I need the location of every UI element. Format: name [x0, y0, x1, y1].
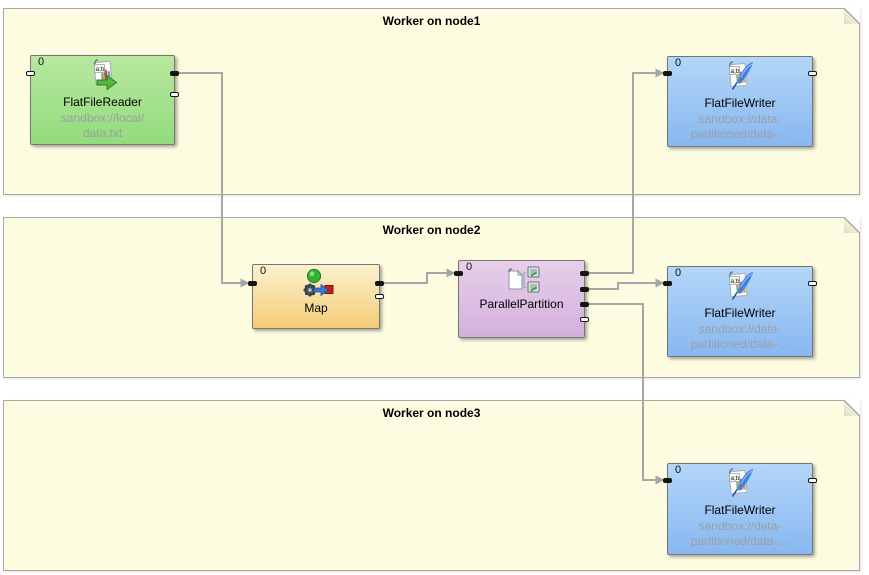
component-label: Map: [304, 301, 328, 315]
component-index: 0: [466, 261, 473, 273]
input-port[interactable]: [26, 71, 35, 76]
output-port[interactable]: [580, 317, 589, 322]
output-port[interactable]: [580, 287, 589, 292]
output-port[interactable]: [808, 71, 817, 76]
component-flatfilewriter[interactable]: 0 a;b FlatFileWriter sandbox://data-parti…: [663, 463, 817, 555]
output-port[interactable]: [375, 281, 384, 286]
component-flatfilewriter[interactable]: 0 a;b FlatFileWriter sandbox://data-parti…: [663, 266, 817, 357]
svg-text:a;b: a;b: [95, 66, 104, 73]
edge-partition-to-writer-node2[interactable]: [589, 278, 665, 290]
output-port[interactable]: [375, 294, 384, 299]
component-index: 0: [260, 265, 267, 277]
edge-partition-to-writer-node1[interactable]: [589, 68, 665, 274]
component-index: 0: [675, 267, 682, 279]
input-port[interactable]: [454, 271, 463, 276]
flat-file-writer-icon: a;b: [722, 466, 758, 502]
component-label: FlatFileWriter: [704, 306, 776, 320]
worker-note-title: Worker on node3: [382, 406, 481, 420]
output-port[interactable]: [580, 302, 589, 307]
component-subtitle: sandbox://data-partitioned/data-…: [691, 112, 790, 142]
flat-file-writer-icon: a;b: [722, 59, 758, 95]
svg-text:a;b: a;b: [731, 278, 740, 285]
component-subtitle: sandbox://local/data.txt: [61, 111, 144, 141]
worker-note-title: Worker on node1: [382, 14, 481, 28]
component-parallelpartition[interactable]: 0 ParallelPartition: [454, 260, 589, 338]
component-subtitle-line: partitioned/data-…: [690, 534, 790, 548]
component-map[interactable]: 0 Map: [248, 264, 384, 329]
component-label: FlatFileReader: [63, 95, 142, 109]
parallel-partition-icon: [503, 264, 541, 296]
component-subtitle-line: sandbox://data-: [698, 519, 782, 533]
component-flatfilereader[interactable]: 0 a;b FlatFileReader sandbox://local/data…: [26, 55, 179, 145]
input-port[interactable]: [663, 281, 672, 286]
component-subtitle: sandbox://data-partitioned/data-…: [691, 519, 790, 549]
edge-partition-to-writer-node3[interactable]: [589, 303, 665, 485]
output-port[interactable]: [170, 92, 179, 97]
component-label: FlatFileWriter: [704, 503, 776, 517]
map-icon: [298, 268, 334, 300]
component-index: 0: [675, 57, 682, 69]
component-subtitle-line: sandbox://data-: [698, 112, 782, 126]
component-index: 0: [675, 464, 682, 476]
component-subtitle-line: partitioned/data-…: [690, 127, 790, 141]
output-port[interactable]: [580, 271, 589, 276]
component-label: ParallelPartition: [479, 297, 564, 311]
input-port[interactable]: [663, 478, 672, 483]
component-index: 0: [38, 56, 45, 68]
output-port[interactable]: [170, 71, 179, 76]
component-label: FlatFileWriter: [704, 96, 776, 110]
svg-text:a;b: a;b: [731, 475, 740, 482]
input-port[interactable]: [663, 71, 672, 76]
input-port[interactable]: [248, 281, 257, 286]
component-subtitle-line: partitioned/data-…: [690, 337, 790, 351]
component-subtitle-line: sandbox://data-: [698, 322, 782, 336]
output-port[interactable]: [808, 281, 817, 286]
component-subtitle: sandbox://data-partitioned/data-…: [691, 322, 790, 352]
component-flatfilewriter[interactable]: 0 a;b FlatFileWriter sandbox://data-parti…: [663, 56, 817, 147]
flat-file-writer-icon: a;b: [722, 269, 758, 305]
component-subtitle-line: data.txt: [82, 126, 123, 140]
worker-note-title: Worker on node2: [382, 223, 481, 237]
edge-map-to-partition[interactable]: [384, 268, 456, 284]
output-port[interactable]: [808, 478, 817, 483]
flat-file-reader-icon: a;b: [85, 58, 121, 94]
edge-reader-to-map[interactable]: [179, 72, 250, 288]
svg-text:a;b: a;b: [731, 68, 740, 75]
component-subtitle-line: sandbox://local/: [60, 111, 145, 125]
